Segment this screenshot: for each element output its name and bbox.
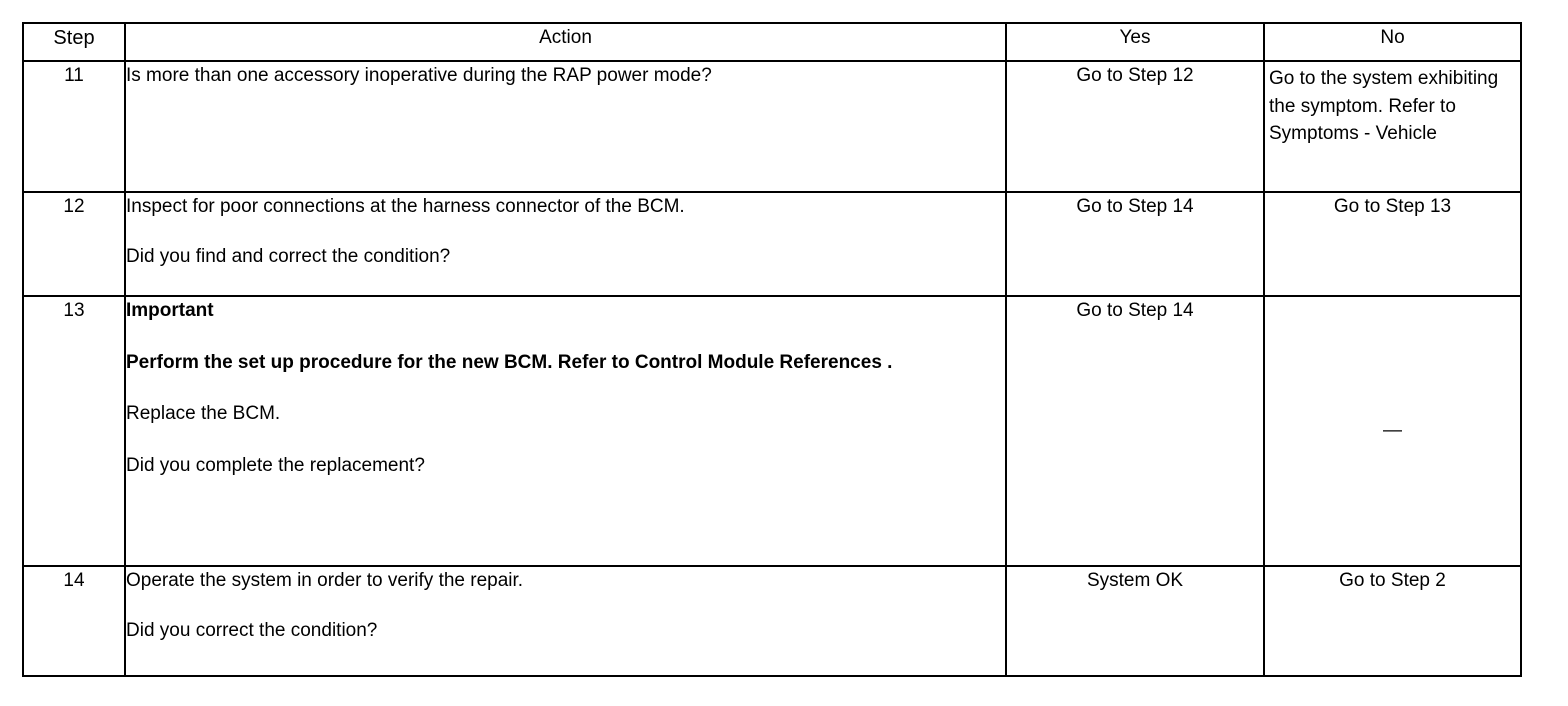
step-number-cell: 13 bbox=[22, 295, 126, 567]
yes-cell: Go to Step 14 bbox=[1005, 191, 1265, 297]
action-spacer bbox=[126, 376, 1005, 400]
yes-value: Go to Step 12 bbox=[1076, 65, 1194, 86]
action-line: Did you correct the condition? bbox=[126, 619, 378, 641]
action-line: Inspect for poor connections at the harn… bbox=[126, 196, 685, 217]
table-row: 11 Is more than one accessory inoperativ… bbox=[22, 60, 1522, 193]
action-spacer bbox=[126, 595, 1005, 617]
table-row: 12 Inspect for poor connections at the h… bbox=[22, 191, 1522, 297]
no-cell: — bbox=[1263, 295, 1522, 567]
action-cell: Is more than one accessory inoperative d… bbox=[124, 60, 1007, 193]
action-spacer bbox=[126, 428, 1005, 452]
action-spacer bbox=[126, 221, 1005, 243]
no-value: Go to the system exhibiting the symptom.… bbox=[1269, 68, 1504, 145]
action-line: Did you find and correct the condition? bbox=[126, 245, 451, 267]
action-cell: Operate the system in order to verify th… bbox=[124, 565, 1007, 677]
action-important-heading: Important bbox=[126, 300, 214, 321]
yes-value: Go to Step 14 bbox=[1076, 300, 1194, 321]
no-value: Go to Step 2 bbox=[1339, 570, 1446, 591]
table-header: Step Action Yes No bbox=[22, 22, 1522, 62]
yes-cell: System OK bbox=[1005, 565, 1265, 677]
action-spacer bbox=[126, 325, 1005, 349]
yes-value: System OK bbox=[1086, 570, 1184, 591]
diagnostic-procedure-table: Step Action Yes No 11 Is more than one a… bbox=[22, 22, 1522, 677]
table-header-row: Step Action Yes No bbox=[22, 22, 1522, 62]
column-header-step: Step bbox=[22, 22, 126, 62]
yes-value: Go to Step 14 bbox=[1076, 196, 1194, 217]
step-number-cell: 14 bbox=[22, 565, 126, 677]
no-cell: Go to Step 13 bbox=[1263, 191, 1522, 297]
yes-cell: Go to Step 12 bbox=[1005, 60, 1265, 193]
table-row: 13 Important Perform the set up procedur… bbox=[22, 295, 1522, 567]
no-cell: Go to Step 2 bbox=[1263, 565, 1522, 677]
action-cell: Inspect for poor connections at the harn… bbox=[124, 191, 1007, 297]
action-line: Replace the BCM. bbox=[126, 403, 281, 425]
column-header-no: No bbox=[1263, 22, 1522, 62]
no-cell: Go to the system exhibiting the symptom.… bbox=[1263, 60, 1522, 193]
action-line: Operate the system in order to verify th… bbox=[126, 570, 524, 591]
column-header-action: Action bbox=[124, 22, 1007, 62]
step-number-cell: 12 bbox=[22, 191, 126, 297]
column-header-yes: Yes bbox=[1005, 22, 1265, 62]
table-body: 11 Is more than one accessory inoperativ… bbox=[22, 60, 1522, 677]
action-line: Perform the set up procedure for the new… bbox=[126, 351, 893, 373]
table-row: 14 Operate the system in order to verify… bbox=[22, 565, 1522, 677]
action-cell: Important Perform the set up procedure f… bbox=[124, 295, 1007, 567]
no-value: — bbox=[1383, 420, 1402, 442]
yes-cell: Go to Step 14 bbox=[1005, 295, 1265, 567]
no-value: Go to Step 13 bbox=[1333, 196, 1452, 217]
action-line: Is more than one accessory inoperative d… bbox=[126, 65, 712, 86]
action-line: Did you complete the replacement? bbox=[126, 454, 425, 476]
step-number-cell: 11 bbox=[22, 60, 126, 193]
